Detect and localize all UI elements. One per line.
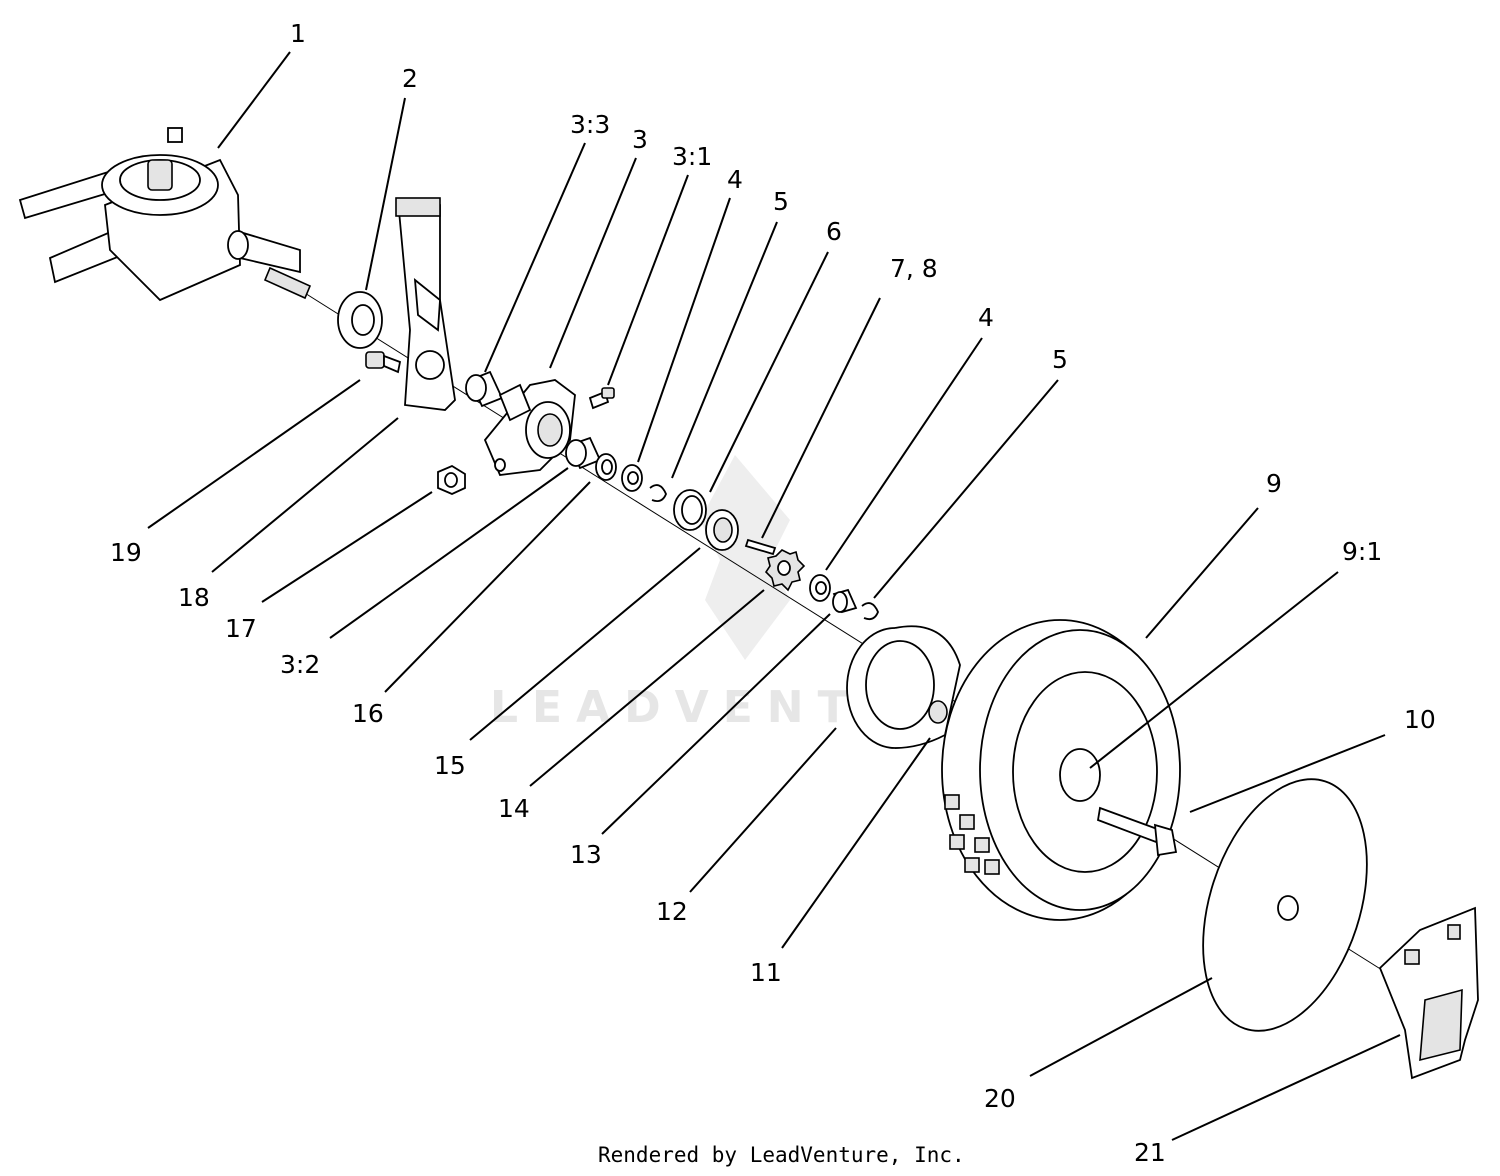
bushing-3-2	[565, 436, 602, 470]
callout-1: 1	[290, 19, 306, 48]
callout-19: 19	[110, 538, 142, 567]
wheel-9	[941, 619, 1181, 921]
callout-11: 11	[750, 958, 782, 987]
housing-3	[483, 379, 576, 476]
pin-7-8	[744, 538, 777, 556]
callout-6: 6	[826, 217, 842, 246]
callout-9: 9	[1266, 469, 1282, 498]
callout-3-3: 3:3	[570, 110, 610, 139]
leader-21	[1171, 1034, 1401, 1141]
leader-3	[549, 157, 637, 369]
nut-17	[437, 464, 466, 495]
leader-3-1	[607, 174, 689, 386]
callout-18: 18	[178, 583, 210, 612]
leader-5a	[671, 221, 778, 479]
hub-cover-12	[846, 625, 961, 749]
callout-9-1: 9:1	[1342, 537, 1382, 566]
washer-4a	[621, 464, 643, 492]
callout-10: 10	[1404, 705, 1436, 734]
leader-17	[261, 491, 433, 603]
transmission-pulley	[18, 127, 312, 302]
leader-19	[147, 379, 361, 529]
bushing-13	[832, 588, 858, 614]
leader-7-8	[761, 297, 881, 539]
callout-5b: 5	[1052, 345, 1068, 374]
callout-3-2: 3:2	[280, 650, 320, 679]
bracket-18	[395, 197, 456, 411]
washer-16	[595, 453, 617, 481]
gear-14	[764, 549, 806, 592]
leader-3-2	[329, 467, 569, 639]
ring-6	[673, 489, 707, 531]
leader-18	[211, 417, 399, 573]
render-credit: Rendered by LeadVenture, Inc.	[598, 1143, 965, 1167]
callout-3: 3	[632, 125, 648, 154]
leader-9	[1145, 507, 1259, 639]
callout-4a: 4	[727, 165, 743, 194]
leader-11	[781, 737, 931, 949]
bearing-15	[705, 509, 739, 551]
hubcap-disc-20	[1202, 778, 1368, 1032]
leader-10	[1189, 734, 1386, 813]
leader-2	[365, 97, 406, 291]
screw-3-1	[588, 387, 615, 410]
callout-14: 14	[498, 794, 530, 823]
leader-15	[469, 547, 701, 741]
callout-5a: 5	[773, 187, 789, 216]
callout-7-8: 7, 8	[890, 254, 938, 283]
callout-17: 17	[225, 614, 257, 643]
callout-16: 16	[352, 699, 384, 728]
callout-12: 12	[656, 897, 688, 926]
wheel-tread	[944, 794, 1000, 875]
callout-4b: 4	[978, 303, 994, 332]
leader-14	[529, 589, 765, 787]
washer-2	[337, 291, 383, 349]
callout-21: 21	[1134, 1138, 1166, 1167]
callout-15: 15	[434, 751, 466, 780]
axle-bolt-10	[1096, 806, 1178, 857]
bolt-19	[365, 351, 402, 374]
callout-2: 2	[402, 64, 418, 93]
washer-4b	[809, 574, 831, 602]
leader-12	[689, 727, 837, 893]
callout-3-1: 3:1	[672, 142, 712, 171]
callout-13: 13	[570, 840, 602, 869]
bushing-3-3	[465, 370, 504, 408]
cover-21	[1378, 906, 1479, 1080]
leader-lines	[147, 51, 1401, 1141]
leader-20	[1029, 977, 1213, 1077]
callout-20: 20	[984, 1084, 1016, 1113]
leader-9-1	[1089, 571, 1339, 769]
watermark-logo	[700, 455, 790, 660]
leader-5b	[873, 379, 1059, 599]
leader-13	[601, 613, 831, 835]
leader-16	[384, 481, 591, 693]
leader-1	[217, 51, 291, 149]
leader-6	[709, 251, 829, 493]
leader-4b	[825, 337, 983, 571]
callout-labels: 1 2 3:3 3 3:1 4 5 6 7, 8 4 5 9 9:1 10 19…	[110, 19, 1436, 1167]
leader-4a	[637, 197, 731, 463]
clip-5b	[861, 602, 879, 621]
clip-5a	[649, 484, 667, 503]
leader-3-3	[484, 142, 586, 373]
